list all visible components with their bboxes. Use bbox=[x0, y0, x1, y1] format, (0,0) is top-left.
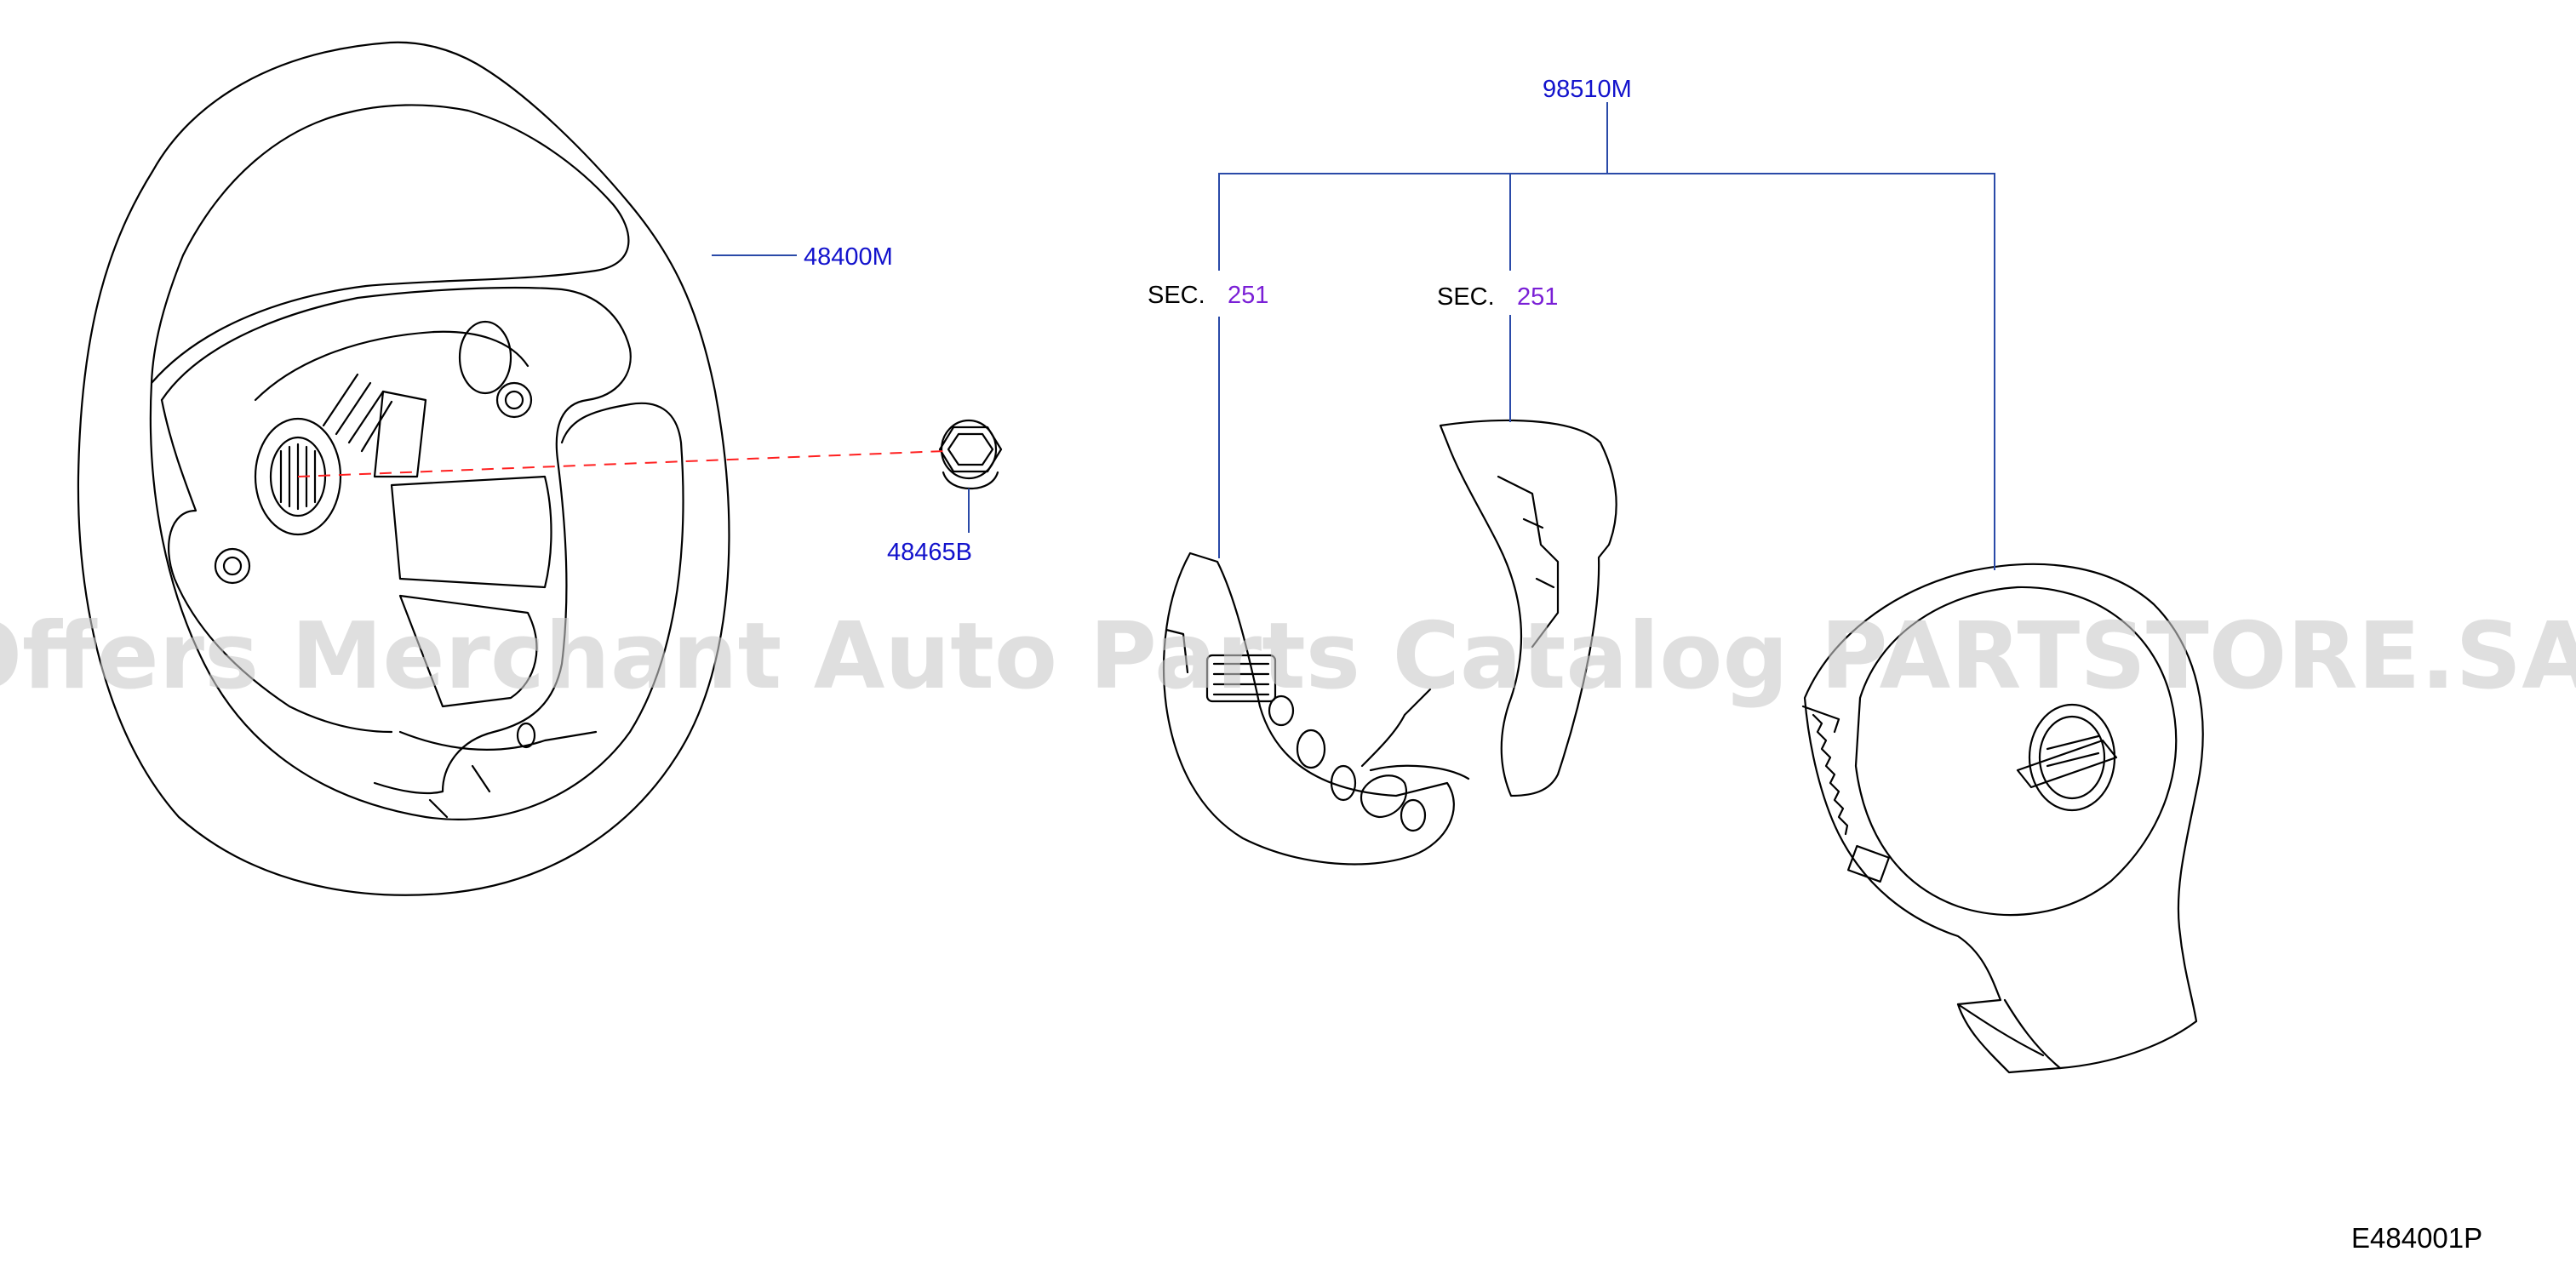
leader-airbag-bracket bbox=[1218, 173, 1995, 570]
section-prefix-left: SEC. bbox=[1148, 282, 1205, 309]
leader-lines bbox=[297, 102, 1995, 570]
airbag-module-drawing[interactable] bbox=[1801, 563, 2204, 1074]
nut-drawing[interactable] bbox=[938, 419, 1003, 490]
section-number-left[interactable]: 251 bbox=[1228, 282, 1268, 309]
switch-cover-right-drawing[interactable] bbox=[1439, 419, 1617, 797]
part-label-48400m[interactable]: 48400M bbox=[804, 243, 893, 271]
section-prefix-center: SEC. bbox=[1437, 283, 1495, 311]
watermark-text: Offers Merchant Auto Parts Catalog PARTS… bbox=[0, 603, 2576, 710]
section-number-center[interactable]: 251 bbox=[1517, 283, 1558, 311]
switch-cover-left-drawing[interactable] bbox=[1163, 551, 1470, 866]
diagram-code: E484001P bbox=[2351, 1222, 2482, 1254]
part-label-48465b[interactable]: 48465B bbox=[887, 539, 972, 566]
steering-wheel-drawing[interactable] bbox=[77, 41, 730, 896]
part-label-98510m[interactable]: 98510M bbox=[1543, 76, 1632, 103]
center-line bbox=[297, 450, 946, 477]
